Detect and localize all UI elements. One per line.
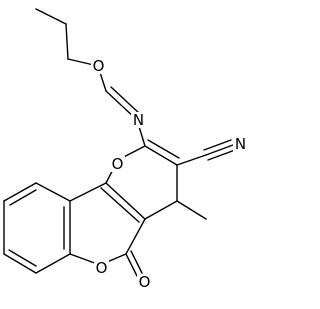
atom-label-o-carbonyl: O (139, 273, 151, 291)
atom-o-ether: O (91, 57, 106, 75)
atom-label-n-nitrile: N (235, 135, 246, 153)
bond-c5-o-carbonyl-2 (130, 250, 143, 274)
bond-c4a-c10b-2 (100, 187, 140, 223)
bond-c9-c10-2 (9, 189, 37, 206)
bond-ch-n-imine-2 (110, 86, 141, 115)
bond-c2-c3-1 (144, 145, 178, 166)
bond-ethyl-ch3-ch2 (35, 8, 67, 25)
bond-cn-triple-3 (207, 149, 236, 161)
bond-c3-cn (176, 154, 207, 166)
bond-c2-c3-2 (147, 139, 180, 159)
atom-label-n-imine: N (133, 111, 144, 129)
bond-c7-c8-1 (3, 253, 37, 274)
bond-ethyl-ch2-c (65, 23, 69, 60)
bond-c10-c10a (35, 182, 71, 202)
bond-c10b-c10a (69, 182, 107, 202)
bond-c4-methyl (176, 200, 207, 220)
bond-c4-c4a (144, 200, 178, 220)
bond-c4a-c5 (125, 218, 146, 255)
chemical-structure-diagram: O N N O O O (3, 8, 248, 291)
bond-c9-c10-1 (3, 182, 37, 202)
bond-c5-o-carbonyl-1 (125, 253, 138, 277)
bond-c6a-c7 (35, 253, 71, 274)
atom-o-pyran: O (110, 155, 125, 173)
bond-c4a-c10b-1 (105, 182, 146, 220)
atom-o-lactone: O (94, 259, 109, 277)
bonds (3, 8, 236, 277)
atom-label-o-lactone: O (96, 259, 108, 277)
atom-label-o-ether: O (93, 57, 105, 75)
atom-label-o-pyran: O (112, 155, 124, 173)
atom-labels: O N N O O O (91, 57, 248, 291)
atom-n-nitrile: N (233, 135, 248, 153)
bond-cn-triple-2 (203, 139, 232, 151)
bond-cn-triple-1 (205, 144, 234, 156)
atom-n-imine: N (131, 111, 146, 129)
atom-o-carbonyl: O (137, 273, 152, 291)
bond-c7-c8-2 (8, 249, 37, 267)
